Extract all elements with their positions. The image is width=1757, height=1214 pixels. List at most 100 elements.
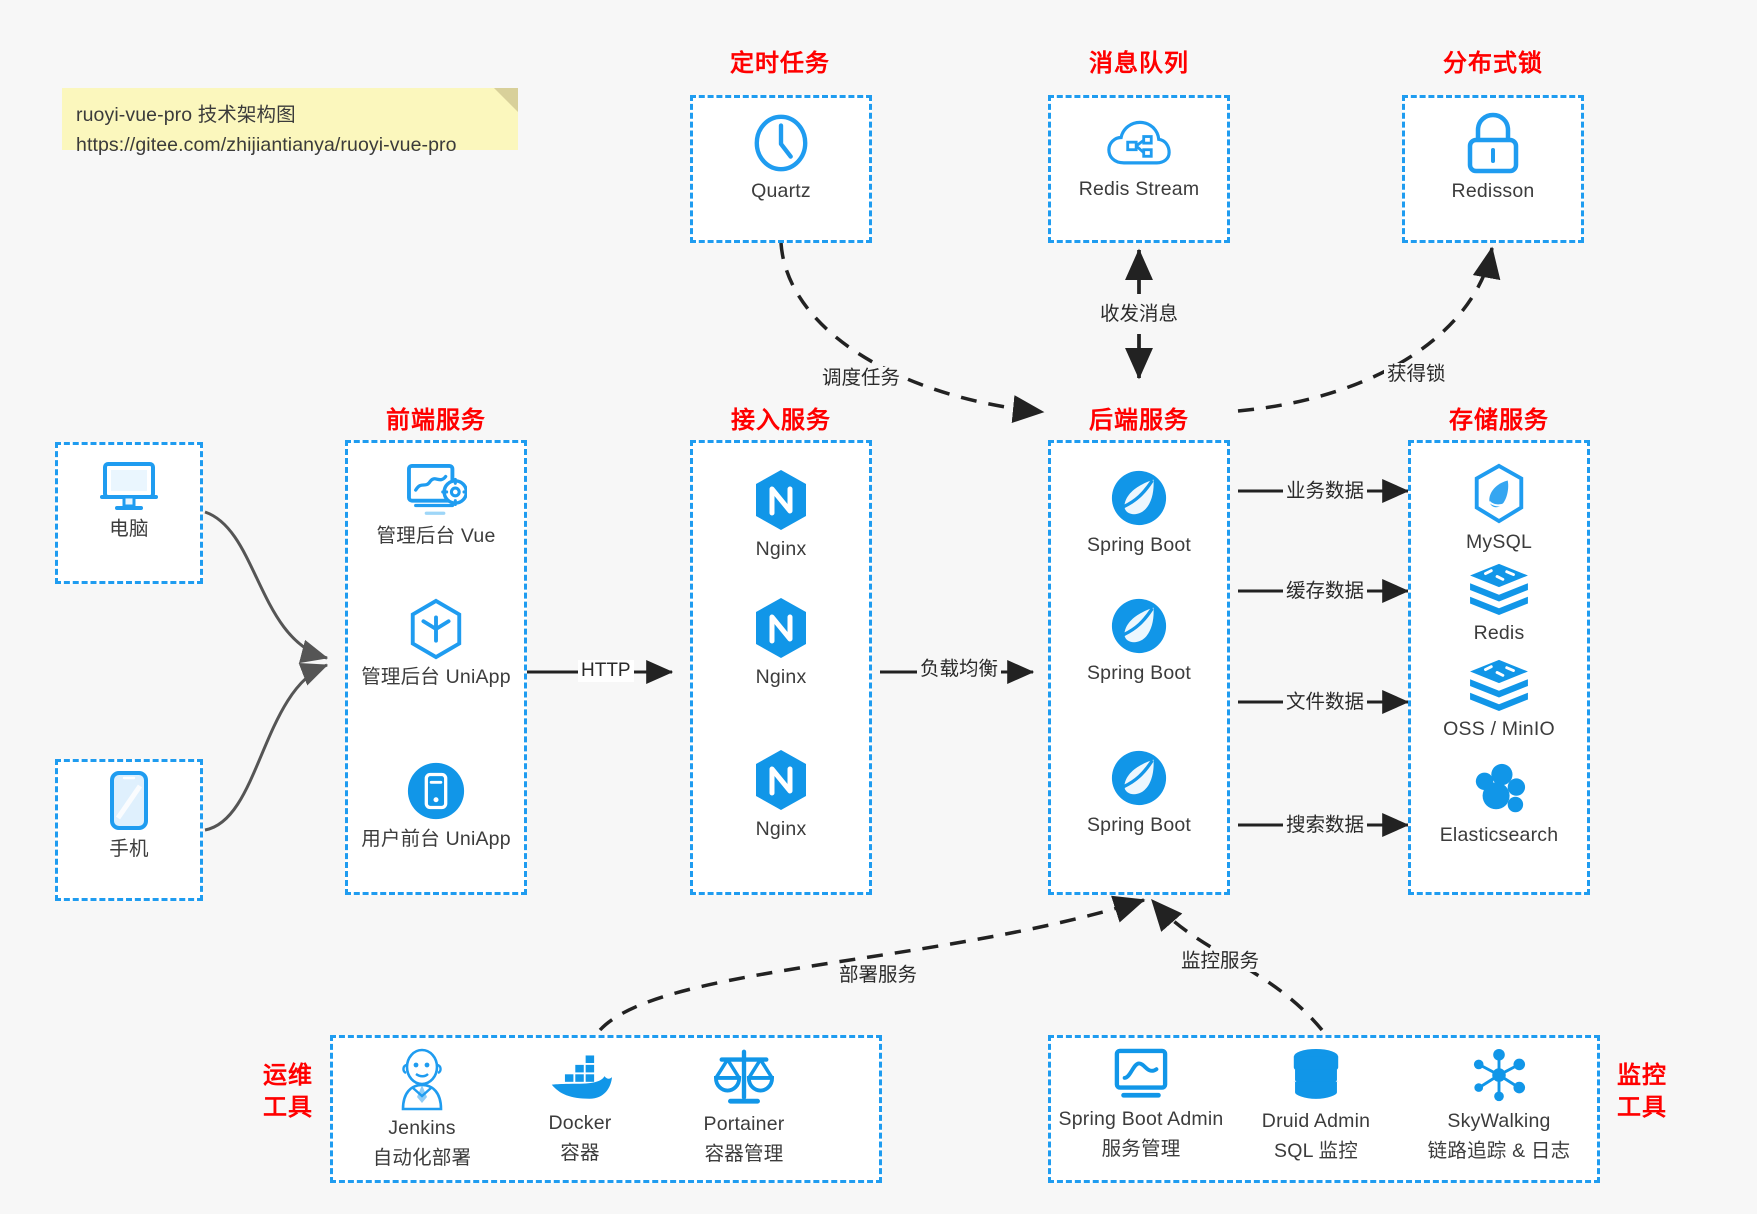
- node-oss-minio: OSS / MinIO: [1408, 658, 1590, 742]
- node-label: 用户前台 UniApp: [361, 828, 511, 850]
- group-heading-scheduler: 定时任务: [730, 50, 830, 77]
- group-heading-frontend: 前端服务: [386, 407, 486, 434]
- note-url-line: https://gitee.com/zhijiantianya/ruoyi-vu…: [76, 134, 457, 156]
- edge-label-load-balance: 负载均衡: [917, 658, 1002, 680]
- edge-label-search-data: 搜索数据: [1283, 814, 1368, 836]
- edge-label-acquire-lock: 获得锁: [1384, 363, 1449, 385]
- redis-stack-icon: [1468, 562, 1530, 616]
- node-label: Nginx: [755, 538, 807, 560]
- node-nginx-2: Nginx: [690, 596, 872, 690]
- node-name: SkyWalking: [1447, 1110, 1551, 1132]
- node-name: Jenkins: [388, 1117, 456, 1139]
- node-user-uniapp: 用户前台 UniApp: [345, 760, 527, 852]
- edge-label-schedule-task: 调度任务: [819, 367, 904, 389]
- node-desc: 容器管理: [704, 1143, 784, 1165]
- spring-boot-icon: [1109, 748, 1169, 808]
- mobile-circle-icon: [405, 760, 467, 822]
- uniapp-hexagon-icon: [406, 598, 466, 660]
- node-label: Nginx: [755, 818, 807, 840]
- elasticsearch-icon: [1470, 762, 1528, 818]
- edge-label-file-data: 文件数据: [1283, 691, 1368, 713]
- edge-pc-to-frontend: [204, 510, 329, 664]
- node-druid-admin: Druid Admin SQL 监控: [1232, 1048, 1400, 1165]
- spring-boot-icon: [1109, 468, 1169, 528]
- node-label: Spring Boot: [1086, 662, 1192, 684]
- node-admin-uniapp: 管理后台 UniApp: [345, 598, 527, 690]
- nginx-icon: [751, 748, 811, 812]
- node-name: Druid Admin: [1261, 1110, 1371, 1132]
- node-quartz: Quartz: [690, 112, 872, 204]
- dashboard-gear-icon: [405, 463, 467, 519]
- nginx-icon: [751, 596, 811, 660]
- group-heading-gateway: 接入服务: [731, 407, 831, 434]
- group-heading-devops-line1: 运维: [263, 1062, 313, 1089]
- nginx-icon: [751, 468, 811, 532]
- node-client-pc: 电脑: [55, 460, 203, 542]
- group-heading-devops-line2: 工具: [263, 1094, 313, 1121]
- smartphone-icon: [108, 770, 150, 832]
- clock-icon: [750, 112, 812, 174]
- node-spring-boot-1: Spring Boot: [1048, 468, 1230, 558]
- node-desc: 容器: [560, 1142, 600, 1164]
- node-label: Quartz: [751, 180, 811, 202]
- node-label: 管理后台 Vue: [376, 525, 496, 547]
- database-cylinder-icon: [1288, 1048, 1344, 1104]
- edge-label-http: HTTP: [578, 660, 634, 682]
- node-nginx-1: Nginx: [690, 468, 872, 562]
- node-desc: 自动化部署: [372, 1147, 472, 1169]
- jenkins-butler-icon: [393, 1047, 451, 1111]
- node-label: Redis Stream: [1078, 178, 1200, 200]
- node-spring-boot-3: Spring Boot: [1048, 748, 1230, 838]
- node-jenkins: Jenkins 自动化部署: [338, 1047, 506, 1172]
- node-label: Spring Boot: [1086, 814, 1192, 836]
- redis-stack-icon: [1468, 658, 1530, 712]
- group-heading-monitor-line2: 工具: [1617, 1094, 1667, 1121]
- spring-boot-icon: [1109, 596, 1169, 656]
- group-heading-storage: 存储服务: [1449, 407, 1549, 434]
- skywalking-node-icon: [1470, 1048, 1528, 1104]
- edge-backend-to-lock: [1237, 246, 1501, 413]
- node-redis: Redis: [1408, 562, 1590, 646]
- node-label: 管理后台 UniApp: [361, 666, 511, 688]
- node-label: 手机: [109, 838, 149, 860]
- node-label: Nginx: [755, 666, 807, 688]
- node-redis-stream: Redis Stream: [1048, 118, 1230, 202]
- diagram-note: ruoyi-vue-pro 技术架构图 https://gitee.com/zh…: [62, 88, 518, 156]
- edge-mobile-to-frontend: [204, 663, 329, 832]
- node-desc: 链路追踪 & 日志: [1427, 1140, 1571, 1162]
- note-fold-corner: [494, 88, 518, 112]
- node-label: MySQL: [1465, 531, 1532, 553]
- node-client-mobile: 手机: [55, 770, 203, 862]
- group-heading-devops: 运维 工具: [258, 1060, 318, 1124]
- monitor-chart-icon: [1112, 1048, 1170, 1102]
- node-spring-boot-admin: Spring Boot Admin 服务管理: [1042, 1048, 1240, 1163]
- group-box-frontend: [345, 440, 527, 895]
- group-heading-lock: 分布式锁: [1443, 50, 1543, 77]
- node-nginx-3: Nginx: [690, 748, 872, 842]
- group-heading-backend: 后端服务: [1089, 407, 1189, 434]
- node-redisson: Redisson: [1402, 112, 1584, 204]
- node-label: Redisson: [1451, 180, 1535, 202]
- scales-balance-icon: [713, 1047, 775, 1107]
- edge-label-deploy-service: 部署服务: [836, 964, 921, 986]
- edge-label-cache-data: 缓存数据: [1283, 580, 1368, 602]
- node-desc: 服务管理: [1101, 1138, 1181, 1160]
- cloud-stream-icon: [1107, 118, 1171, 172]
- docker-whale-icon: [548, 1052, 612, 1106]
- group-box-mq: [1048, 95, 1230, 243]
- node-label: Elasticsearch: [1439, 824, 1559, 846]
- edge-label-monitor-service: 监控服务: [1178, 950, 1263, 972]
- node-desc: SQL 监控: [1274, 1140, 1358, 1162]
- desktop-monitor-icon: [100, 460, 158, 512]
- node-mysql: MySQL: [1408, 463, 1590, 555]
- edge-label-send-receive-msg: 收发消息: [1097, 303, 1182, 325]
- note-title-line: ruoyi-vue-pro 技术架构图: [76, 104, 296, 126]
- node-name: Spring Boot Admin: [1058, 1108, 1224, 1130]
- edge-label-business-data: 业务数据: [1283, 480, 1368, 502]
- node-skywalking: SkyWalking 链路追踪 & 日志: [1400, 1048, 1598, 1165]
- node-label: 电脑: [109, 518, 149, 540]
- group-heading-monitor: 监控 工具: [1612, 1060, 1672, 1124]
- node-label: Spring Boot: [1086, 534, 1192, 556]
- padlock-icon: [1464, 112, 1522, 174]
